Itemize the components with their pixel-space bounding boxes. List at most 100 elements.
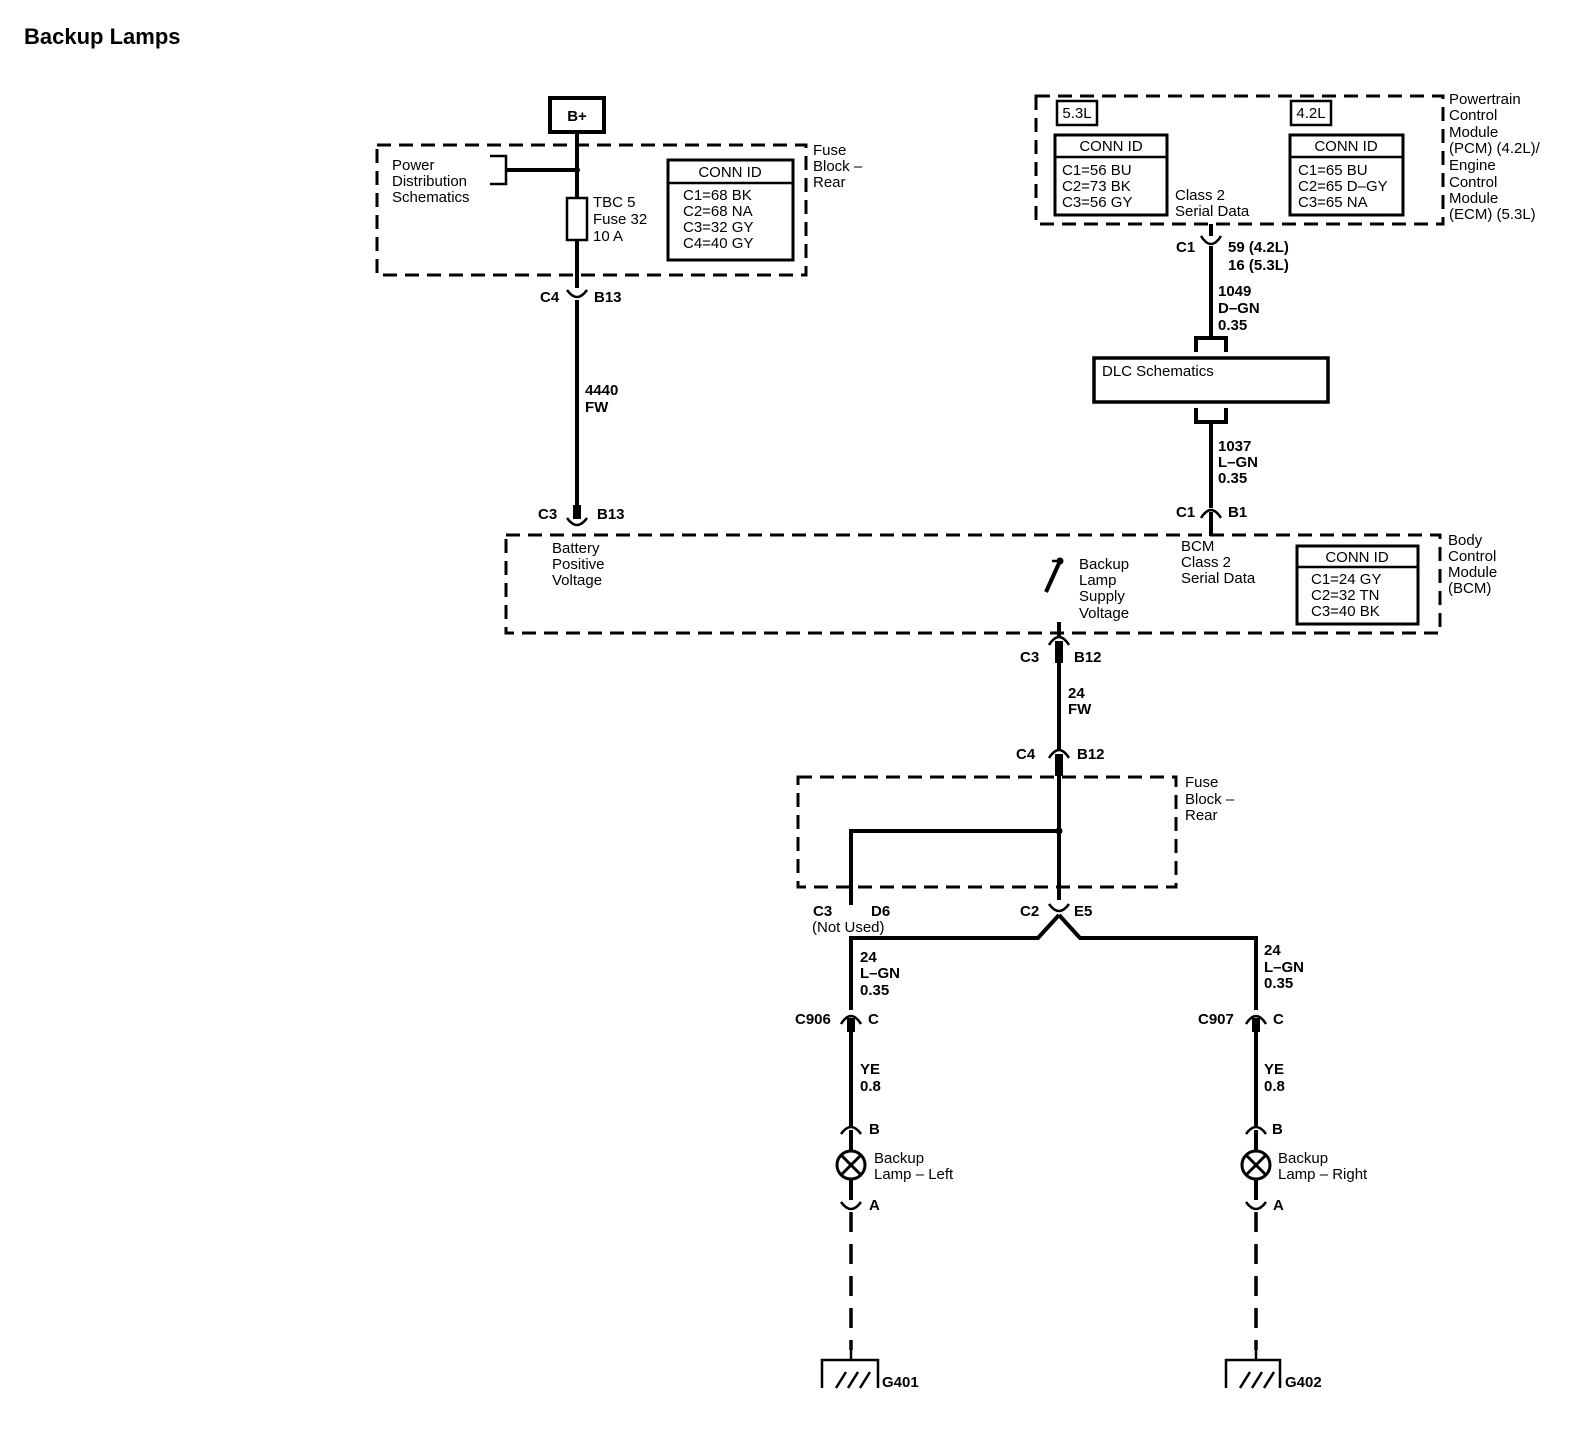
bcm-in-left-pin: B13: [597, 506, 625, 523]
fuse-bottom-not-used: (Not Used): [812, 919, 885, 936]
fuse-bottom-c2-connector-icon: [1047, 903, 1071, 913]
wire-24fw-num: 24: [1068, 685, 1085, 702]
bcm-backup-2: Lamp: [1079, 572, 1117, 589]
bcm-backup-1: Backup: [1079, 556, 1129, 573]
left-wire-b-color: YE: [860, 1061, 880, 1078]
right-pin-a: A: [1273, 1197, 1284, 1214]
fuse-block-bottom-label-1: Fuse: [1185, 774, 1218, 791]
pcm-ecm-module: Powertrain Control Module (PCM) (4.2L)/ …: [1034, 91, 1541, 226]
pcm-42-conn-2: C2=65 D–GY: [1298, 178, 1388, 195]
power-dist-label-3: Schematics: [392, 189, 470, 206]
pcm-42-conn-title: CONN ID: [1314, 138, 1378, 155]
pcm-53-conn-1: C1=56 BU: [1062, 162, 1132, 179]
pcm-serial-1: Class 2: [1175, 187, 1225, 204]
bcm-serial-2: Class 2: [1181, 554, 1231, 571]
fuse-block-top-conn-id-box: [666, 158, 795, 262]
left-wire-a-color: L–GN: [860, 965, 900, 982]
bcm-conn-2: C2=32 TN: [1311, 587, 1380, 604]
backup-supply-switch-icon: [1044, 560, 1062, 593]
fuse-bottom-in-pin: B12: [1077, 746, 1105, 763]
fuse-bottom-left-conn: C3: [813, 903, 832, 920]
right-lamp-icon: [1240, 1149, 1272, 1181]
left-lamp-label-2: Lamp – Left: [874, 1166, 954, 1183]
fuse-bottom-left-pin: D6: [871, 903, 890, 920]
fuse-block-rear-bottom: Fuse Block – Rear: [796, 770, 1235, 905]
page-title: Backup Lamps: [24, 24, 181, 49]
fuse-block-rear-top: Fuse Block – Rear Power Distribution Sch…: [375, 142, 863, 277]
pcm-42-conn-3: C3=65 NA: [1298, 194, 1368, 211]
bcm-serial-3: Serial Data: [1181, 570, 1256, 587]
pcm-out-pin-2: 16 (5.3L): [1228, 257, 1289, 274]
right-ground-label: G402: [1285, 1374, 1322, 1391]
fuse-block-bottom-label-2: Block –: [1185, 791, 1235, 808]
left-pin-a: A: [869, 1197, 880, 1214]
right-wire-a-gauge: 0.35: [1264, 975, 1293, 992]
c4-connector-icon: [565, 289, 589, 299]
fuse-block-bottom-outline: [796, 775, 1178, 889]
left-conn: C906: [795, 1011, 831, 1028]
bcm-battery-1: Battery: [552, 540, 600, 557]
pcm-42-conn-id-box: [1288, 133, 1405, 217]
c907-connector-icon: [1244, 1014, 1268, 1025]
fuse-label-1: TBC 5: [593, 194, 636, 211]
c906-connector-icon: [839, 1014, 863, 1025]
fuse-top-out-conn: C4: [540, 289, 560, 306]
right-conn: C907: [1198, 1011, 1234, 1028]
b-plus-label: B+: [567, 108, 587, 125]
fuse-block-top-label-1: Fuse: [813, 142, 846, 159]
c3-bcm-in-connector-icon: [565, 517, 589, 527]
left-conn-pin: C: [868, 1011, 879, 1028]
pcm-label-8: (ECM) (5.3L): [1449, 206, 1536, 223]
wire-1037-num: 1037: [1218, 438, 1251, 455]
right-wire-b-color: YE: [1264, 1061, 1284, 1078]
fuse-block-top-conn-id-title: CONN ID: [698, 164, 762, 181]
fuse-block-top-conn-4: C4=40 GY: [683, 235, 753, 252]
fuse-bottom-internal-bus: [849, 829, 1059, 905]
wire-1049-color: D–GN: [1218, 300, 1260, 317]
pcm-53-conn-id-box: [1053, 133, 1169, 217]
bcm-battery-2: Positive: [552, 556, 605, 573]
dlc-bottom-bracket: [1194, 408, 1228, 424]
bcm-conn-id-box: [1295, 544, 1420, 626]
battery-positive-source: B+: [548, 96, 606, 134]
power-dist-label-1: Power: [392, 157, 435, 174]
bcm-conn-title: CONN ID: [1325, 549, 1389, 566]
bcm-serial-1: BCM: [1181, 538, 1214, 555]
wire-4440-num: 4440: [585, 382, 618, 399]
pcm-53-conn-3: C3=56 GY: [1062, 194, 1132, 211]
right-conn-pin: C: [1273, 1011, 1284, 1028]
body-control-module: Body Control Module (BCM) C3 B13 C1 B1 B…: [504, 504, 1497, 635]
pcm-label-2: Control: [1449, 107, 1497, 124]
dlc-schematics-box[interactable]: DLC Schematics: [1092, 356, 1330, 404]
fuse-block-top-conn-2: C2=68 NA: [683, 203, 753, 220]
pcm-out-conn: C1: [1176, 239, 1195, 256]
right-wire-a-num: 24: [1264, 942, 1281, 959]
bcm-battery-3: Voltage: [552, 572, 602, 589]
fuse-block-top-label-2: Block –: [813, 158, 863, 175]
wire-left-24-lgn: [849, 913, 1061, 1010]
wire-1049-num: 1049: [1218, 283, 1251, 300]
left-wire-b-gauge: 0.8: [860, 1078, 881, 1095]
bcm-in-right-pin: B1: [1228, 504, 1247, 521]
bcm-c3-out-connector-icon: [1047, 635, 1071, 646]
wire-1037-gauge: 0.35: [1218, 470, 1247, 487]
pcm-53-conn-title: CONN ID: [1079, 138, 1143, 155]
pcm-out-pin-1: 59 (4.2L): [1228, 239, 1289, 256]
pcm-42-badge: 4.2L: [1296, 105, 1325, 122]
bcm-in-left-conn: C3: [538, 506, 557, 523]
bcm-outline: [504, 533, 1442, 635]
bcm-backup-4: Voltage: [1079, 605, 1129, 622]
left-ground-icon: [820, 1350, 880, 1389]
wire-4440-color: FW: [585, 399, 609, 416]
fuse-label-3: 10 A: [593, 228, 623, 245]
bcm-out-conn: C3: [1020, 649, 1039, 666]
bcm-label-4: (BCM): [1448, 580, 1491, 597]
wire-1037-color: L–GN: [1218, 454, 1258, 471]
power-dist-label-2: Distribution: [392, 173, 467, 190]
pcm-53-conn-2: C2=73 BK: [1062, 178, 1131, 195]
bcm-conn-3: C3=40 BK: [1311, 603, 1380, 620]
pcm-label-4: (PCM) (4.2L)/: [1449, 140, 1541, 157]
bcm-backup-3: Supply: [1079, 588, 1125, 605]
left-ground-label: G401: [882, 1374, 919, 1391]
wire-24fw-color: FW: [1068, 701, 1092, 718]
